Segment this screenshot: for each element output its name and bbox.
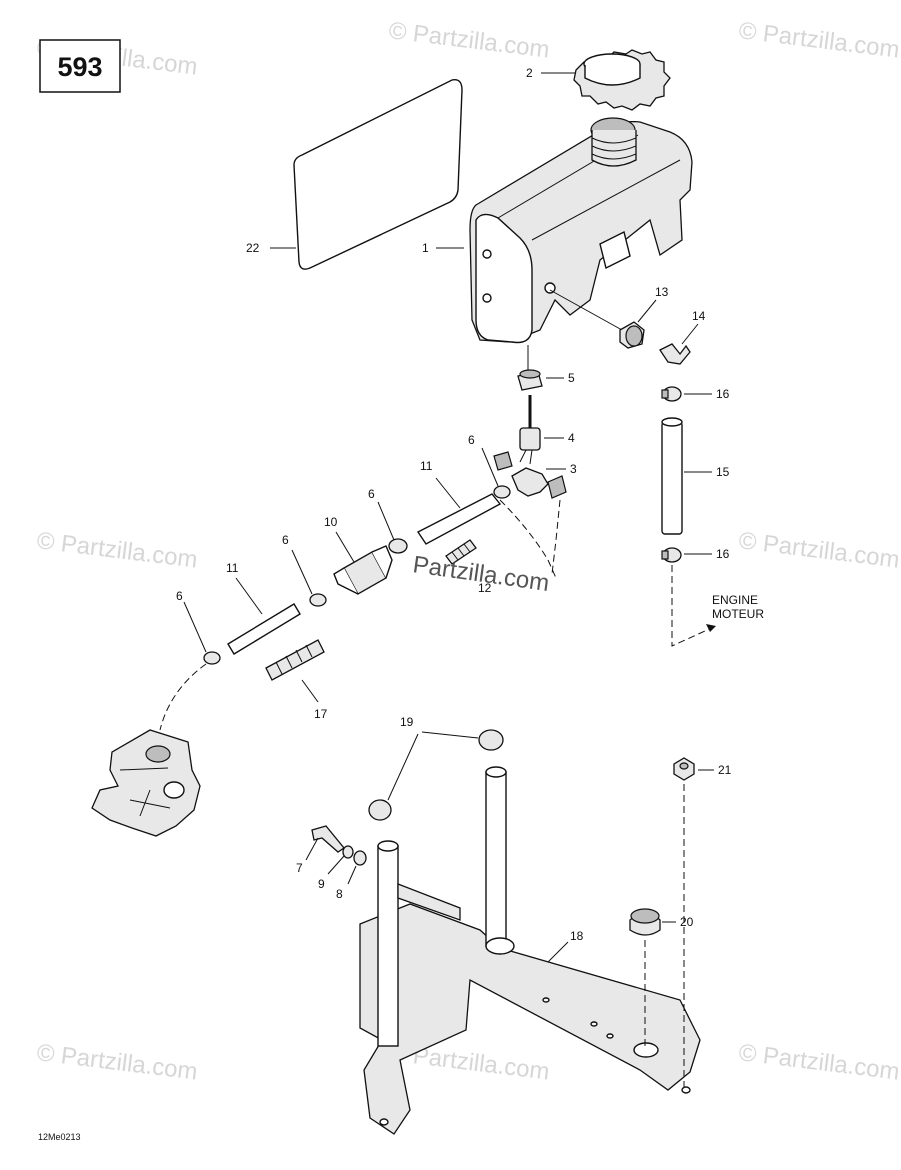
- callout-17: 17: [314, 707, 328, 721]
- callout-6b: 6: [368, 487, 375, 501]
- part-4-pickup: [519, 395, 541, 465]
- watermark-top-right: © Partzilla.com: [737, 17, 901, 64]
- watermark-mid-right: © Partzilla.com: [737, 527, 901, 574]
- watermark-bottom-right: © Partzilla.com: [737, 1039, 901, 1086]
- part-21-nut: [673, 757, 695, 781]
- part-11-hose-lower: [227, 603, 301, 655]
- callout-16a: 16: [716, 387, 730, 401]
- part-20-grommet: [629, 908, 661, 936]
- callout-14: 14: [692, 309, 706, 323]
- callout-16b: 16: [716, 547, 730, 561]
- callout-22: 22: [246, 241, 260, 255]
- part-22-decal: [293, 79, 463, 270]
- part-6-clamp-b: [388, 538, 408, 554]
- part-16-clamp-bottom: [661, 547, 682, 563]
- callout-19: 19: [400, 715, 414, 729]
- callout-12: 12: [478, 581, 492, 595]
- callout-18: 18: [570, 929, 584, 943]
- callout-20: 20: [680, 915, 694, 929]
- callout-8: 8: [336, 887, 343, 901]
- watermark-mid-left: © Partzilla.com: [35, 527, 199, 574]
- callout-21: 21: [718, 763, 732, 777]
- part-8-washer: [353, 850, 367, 866]
- watermark-bottom-left: © Partzilla.com: [35, 1039, 199, 1086]
- part-17-spring: [265, 639, 325, 681]
- callout-6d: 6: [176, 589, 183, 603]
- diagram-number: 593: [57, 52, 102, 82]
- callout-2: 2: [526, 66, 533, 80]
- part-2-cap: [573, 49, 671, 111]
- diagram-number-box: 593: [39, 39, 121, 93]
- carburetor: [91, 729, 201, 837]
- callout-6c: 6: [282, 533, 289, 547]
- callout-7: 7: [296, 861, 303, 875]
- callout-11a: 11: [420, 459, 433, 473]
- part-18-bracket: [359, 766, 701, 1135]
- callout-11b: 11: [226, 561, 239, 575]
- part-1-tank: [469, 117, 693, 344]
- part-14-elbow-fitting: [659, 343, 691, 365]
- part-10-fuel-filter: [333, 545, 393, 595]
- part-6-clamp-a: [493, 485, 511, 499]
- part-16-clamp-top: [661, 386, 682, 402]
- callout-1: 1: [422, 241, 429, 255]
- part-19-grommets: [368, 729, 504, 821]
- callout-10: 10: [324, 515, 338, 529]
- drawing-code: 12Me0213: [38, 1132, 81, 1142]
- part-5-grommet: [517, 369, 543, 391]
- part-13-grommet: [619, 321, 645, 349]
- part-6-clamp-d: [203, 651, 221, 665]
- part-11-hose-upper: [416, 493, 502, 545]
- direction-label-engine: ENGINE: [712, 593, 758, 607]
- part-15-hose: [661, 417, 683, 535]
- callout-6a: 6: [468, 433, 475, 447]
- part-12-spring: [445, 539, 477, 565]
- watermark-top-center: © Partzilla.com: [387, 17, 551, 64]
- callout-13: 13: [655, 285, 669, 299]
- part-7-bolt: [311, 825, 345, 853]
- callout-9: 9: [318, 877, 325, 891]
- callout-5: 5: [568, 371, 575, 385]
- part-9-washer: [342, 845, 354, 859]
- callout-3: 3: [570, 462, 577, 476]
- direction-label-moteur: MOTEUR: [712, 607, 764, 621]
- part-6-clamp-c: [309, 593, 327, 607]
- part-3-tee-fitting: [493, 451, 567, 499]
- callout-4: 4: [568, 431, 575, 445]
- callout-15: 15: [716, 465, 730, 479]
